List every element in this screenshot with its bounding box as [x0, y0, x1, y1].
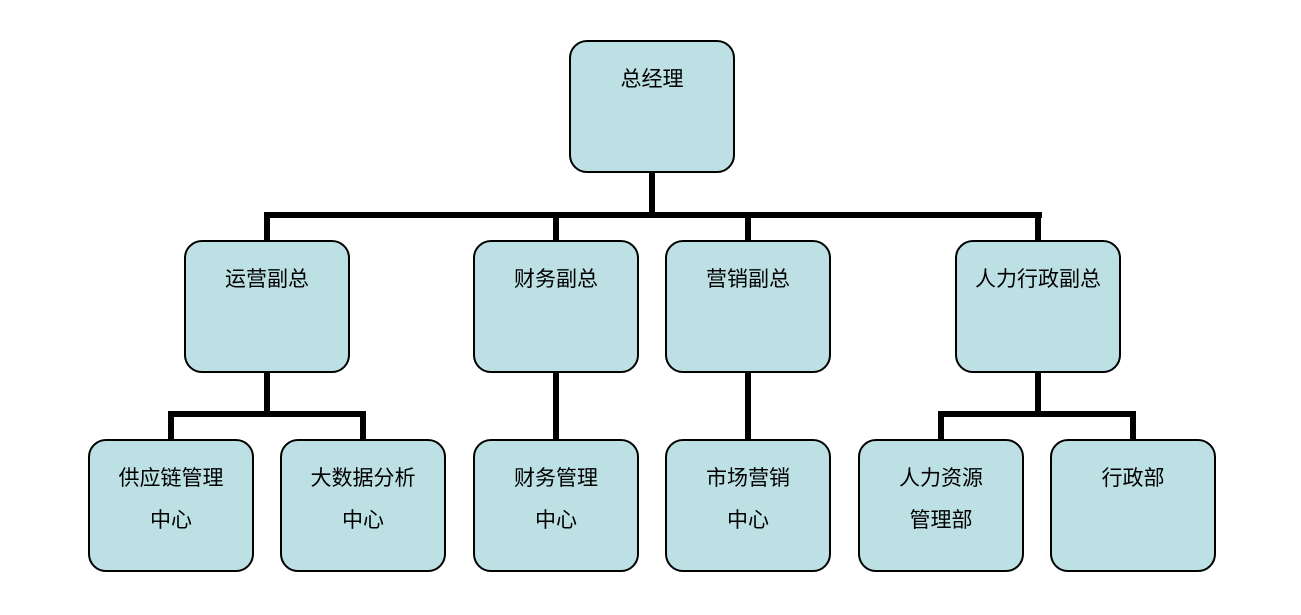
- node-dept-hrmgmt-label-1: 人力资源: [899, 466, 983, 490]
- connector-fin-down: [553, 371, 559, 441]
- connector-vp-bus: [264, 212, 1042, 218]
- connector-mkt-down: [745, 371, 751, 441]
- node-vp-ops-label: 运营副总: [225, 267, 309, 291]
- node-dept-scm: 供应链管理 中心: [88, 439, 254, 572]
- node-vp-ops: 运营副总: [184, 240, 350, 373]
- node-dept-market-label-2: 中心: [727, 508, 769, 532]
- connector-ops-bus: [168, 411, 366, 417]
- node-ceo: 总经理: [569, 40, 735, 173]
- connector-hr-bus: [938, 411, 1136, 417]
- connector-to-admin: [1130, 411, 1136, 441]
- node-dept-scm-label-2: 中心: [150, 508, 192, 532]
- node-ceo-label: 总经理: [620, 67, 684, 91]
- node-dept-finmgmt-label-1: 财务管理: [514, 466, 598, 490]
- connector-to-mkt: [745, 212, 751, 242]
- node-dept-hrmgmt: 人力资源 管理部: [858, 439, 1024, 572]
- node-dept-bigdata-label-1: 大数据分析: [310, 466, 416, 490]
- node-vp-mkt-label: 营销副总: [706, 267, 790, 291]
- node-dept-admin-label: 行政部: [1101, 466, 1165, 490]
- connector-ops-down: [264, 371, 270, 416]
- connector-hr-down: [1035, 371, 1041, 416]
- node-dept-hrmgmt-label-2: 管理部: [909, 508, 973, 532]
- node-dept-finmgmt-label-2: 中心: [535, 508, 577, 532]
- node-vp-fin-label: 财务副总: [514, 267, 598, 291]
- node-vp-hr: 人力行政副总: [955, 240, 1121, 373]
- node-vp-mkt: 营销副总: [665, 240, 831, 373]
- node-vp-fin: 财务副总: [473, 240, 639, 373]
- connector-ceo-down: [649, 172, 655, 216]
- connector-to-ops: [264, 212, 270, 242]
- node-dept-scm-label-1: 供应链管理: [118, 466, 224, 490]
- connector-to-scm: [168, 411, 174, 441]
- node-dept-finmgmt: 财务管理 中心: [473, 439, 639, 572]
- connector-to-hr: [1035, 212, 1041, 242]
- connector-to-bigdata: [360, 411, 366, 441]
- node-vp-hr-label: 人力行政副总: [975, 267, 1101, 291]
- node-dept-admin: 行政部: [1050, 439, 1216, 572]
- node-dept-bigdata: 大数据分析 中心: [280, 439, 446, 572]
- connector-to-fin: [553, 212, 559, 242]
- node-dept-market-label-1: 市场营销: [706, 466, 790, 490]
- connector-to-hrmgmt: [938, 411, 944, 441]
- node-dept-market: 市场营销 中心: [665, 439, 831, 572]
- node-dept-bigdata-label-2: 中心: [342, 508, 384, 532]
